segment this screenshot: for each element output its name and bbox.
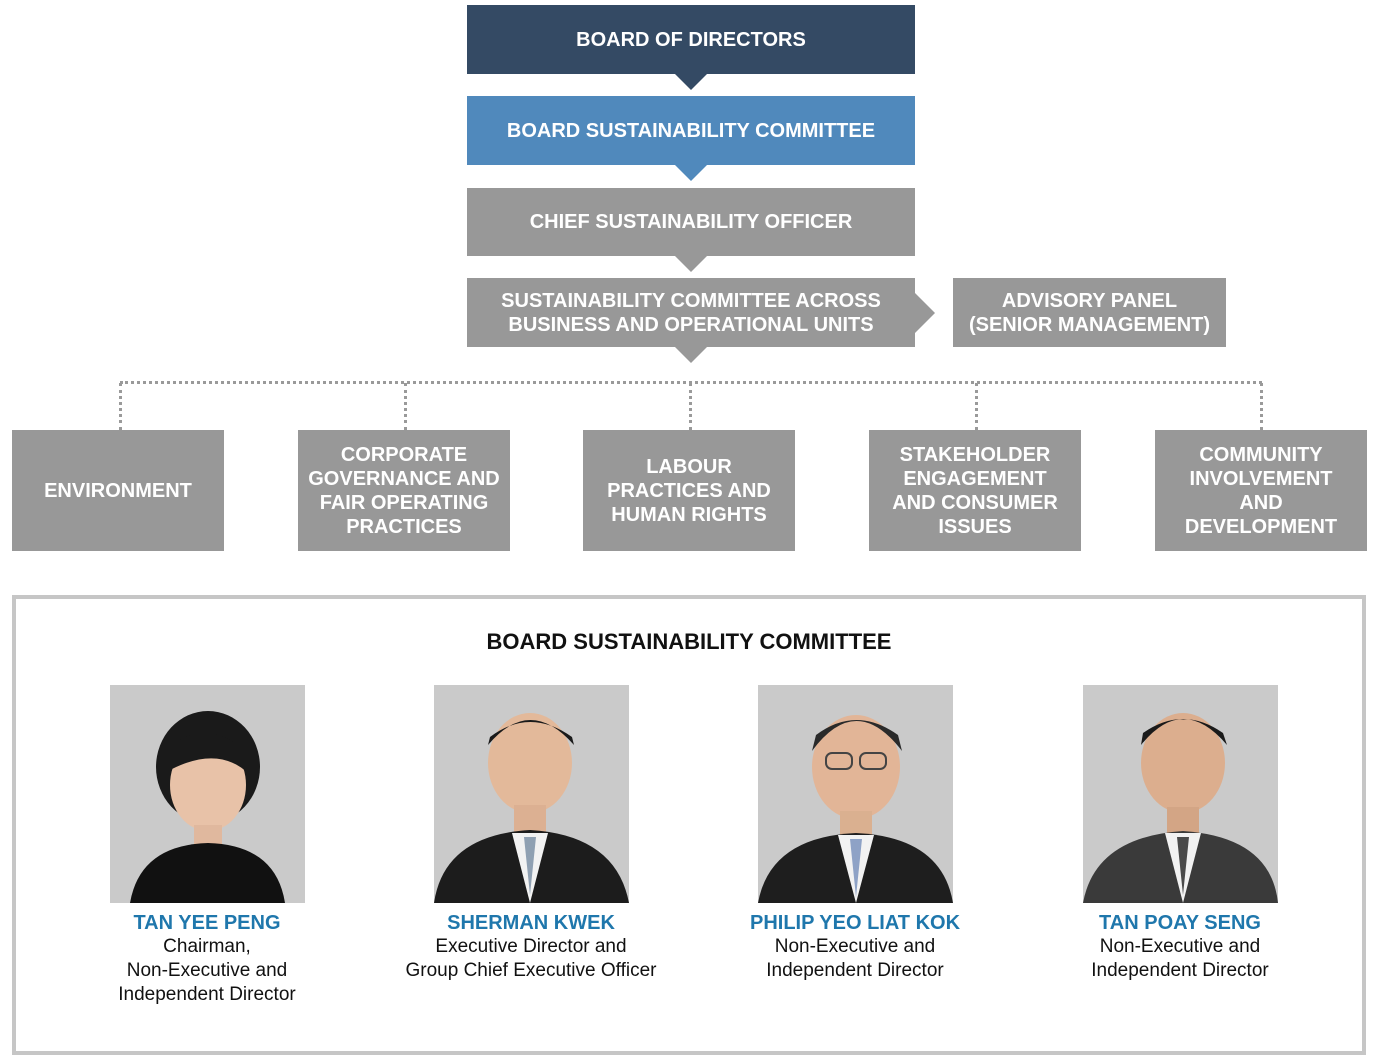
function-label-line: HUMAN RIGHTS	[611, 503, 767, 526]
function-label-line: ISSUES	[938, 515, 1012, 538]
member-role-line: Independent Director	[1091, 960, 1269, 981]
member-role-line: Executive Director and	[435, 936, 627, 957]
member-photo	[109, 685, 305, 903]
member-name: TAN YEE PENG	[133, 912, 281, 934]
member-photo	[757, 685, 953, 903]
bsc-label: BOARD SUSTAINABILITY COMMITTEE	[506, 119, 876, 142]
member-name: TAN POAY SENG	[1099, 912, 1261, 934]
arrow-right-icon	[915, 293, 935, 333]
function-labour-practices-box: LABOUR PRACTICES AND HUMAN RIGHTS	[583, 430, 795, 551]
advisory-label-line1: ADVISORY PANEL	[1001, 289, 1178, 312]
dotted-connector-vertical	[975, 383, 978, 430]
member-photo	[1082, 685, 1278, 903]
function-label-line: ENVIRONMENT	[44, 479, 192, 502]
member-role-line: Group Chief Executive Officer	[405, 960, 657, 981]
person-silhouette-icon	[109, 685, 305, 903]
member-name: PHILIP YEO LIAT KOK	[749, 912, 961, 934]
chief-sustainability-officer-box: CHIEF SUSTAINABILITY OFFICER	[467, 188, 915, 256]
function-stakeholder-engagement-box: STAKEHOLDER ENGAGEMENT AND CONSUMER ISSU…	[869, 430, 1081, 551]
board-of-directors-label: BOARD OF DIRECTORS	[576, 28, 806, 51]
member-card: SHERMAN KWEK Executive Director and Grou…	[366, 685, 696, 983]
member-role-line: Chairman,	[163, 936, 251, 957]
function-label-line: DEVELOPMENT	[1184, 515, 1338, 538]
board-sustainability-committee-box: BOARD SUSTAINABILITY COMMITTEE	[467, 96, 915, 165]
function-community-involvement-box: COMMUNITY INVOLVEMENT AND DEVELOPMENT	[1155, 430, 1367, 551]
member-role-line: Non-Executive and	[774, 936, 936, 957]
function-label-line: AND	[1239, 491, 1283, 514]
member-role: Non-Executive and Independent Director	[690, 935, 1020, 983]
committee-label-line1: SUSTAINABILITY COMMITTEE ACROSS	[501, 289, 881, 312]
arrow-down-icon	[675, 74, 707, 90]
committee-label-line2: BUSINESS AND OPERATIONAL UNITS	[508, 313, 874, 336]
function-label-line: COMMUNITY	[1199, 443, 1323, 466]
member-card: TAN YEE PENG Chairman, Non-Executive and…	[42, 685, 372, 1007]
function-environment-box: ENVIRONMENT	[12, 430, 224, 551]
member-role-line: Independent Director	[766, 960, 944, 981]
function-label-line: FAIR OPERATING	[319, 491, 489, 514]
advisory-panel-box: ADVISORY PANEL (SENIOR MANAGEMENT)	[953, 278, 1226, 347]
member-role: Chairman, Non-Executive and Independent …	[42, 935, 372, 1007]
arrow-down-icon	[675, 256, 707, 272]
sustainability-committee-box: SUSTAINABILITY COMMITTEE ACROSS BUSINESS…	[467, 278, 915, 347]
cso-label: CHIEF SUSTAINABILITY OFFICER	[529, 211, 853, 233]
function-corporate-governance-box: CORPORATE GOVERNANCE AND FAIR OPERATING …	[298, 430, 510, 551]
function-label-line: GOVERNANCE AND	[308, 467, 500, 490]
member-name: SHERMAN KWEK	[447, 912, 615, 934]
dotted-connector-vertical	[689, 383, 692, 430]
advisory-label-line2: (SENIOR MANAGEMENT)	[968, 313, 1211, 336]
member-role-line: Independent Director	[118, 984, 296, 1005]
board-of-directors-box: BOARD OF DIRECTORS	[467, 5, 915, 74]
dotted-connector-vertical	[404, 383, 407, 430]
person-silhouette-icon	[433, 685, 629, 903]
panel-title: BOARD SUSTAINABILITY COMMITTEE	[486, 629, 892, 654]
member-role-line: Non-Executive and	[1099, 936, 1261, 957]
function-label-line: LABOUR	[646, 455, 732, 478]
member-role: Executive Director and Group Chief Execu…	[366, 935, 696, 983]
member-card: PHILIP YEO LIAT KOK Non-Executive and In…	[690, 685, 1020, 983]
person-silhouette-icon	[1082, 685, 1278, 903]
function-label-line: AND CONSUMER	[892, 491, 1058, 514]
function-label-line: PRACTICES	[346, 515, 462, 538]
function-label-line: ENGAGEMENT	[903, 467, 1047, 490]
function-label-line: CORPORATE	[340, 443, 468, 466]
arrow-down-icon	[675, 347, 707, 363]
member-photo	[433, 685, 629, 903]
function-label-line: INVOLVEMENT	[1189, 467, 1333, 490]
dotted-connector-vertical	[119, 383, 122, 430]
member-role-line: Non-Executive and	[126, 960, 288, 981]
arrow-down-icon	[675, 165, 707, 181]
function-label-line: STAKEHOLDER	[899, 443, 1051, 466]
member-card: TAN POAY SENG Non-Executive and Independ…	[1015, 685, 1345, 983]
dotted-connector-horizontal	[120, 381, 1262, 384]
function-label-line: PRACTICES AND	[607, 479, 771, 502]
dotted-connector-vertical	[1260, 383, 1263, 430]
member-role: Non-Executive and Independent Director	[1015, 935, 1345, 983]
person-silhouette-icon	[757, 685, 953, 903]
